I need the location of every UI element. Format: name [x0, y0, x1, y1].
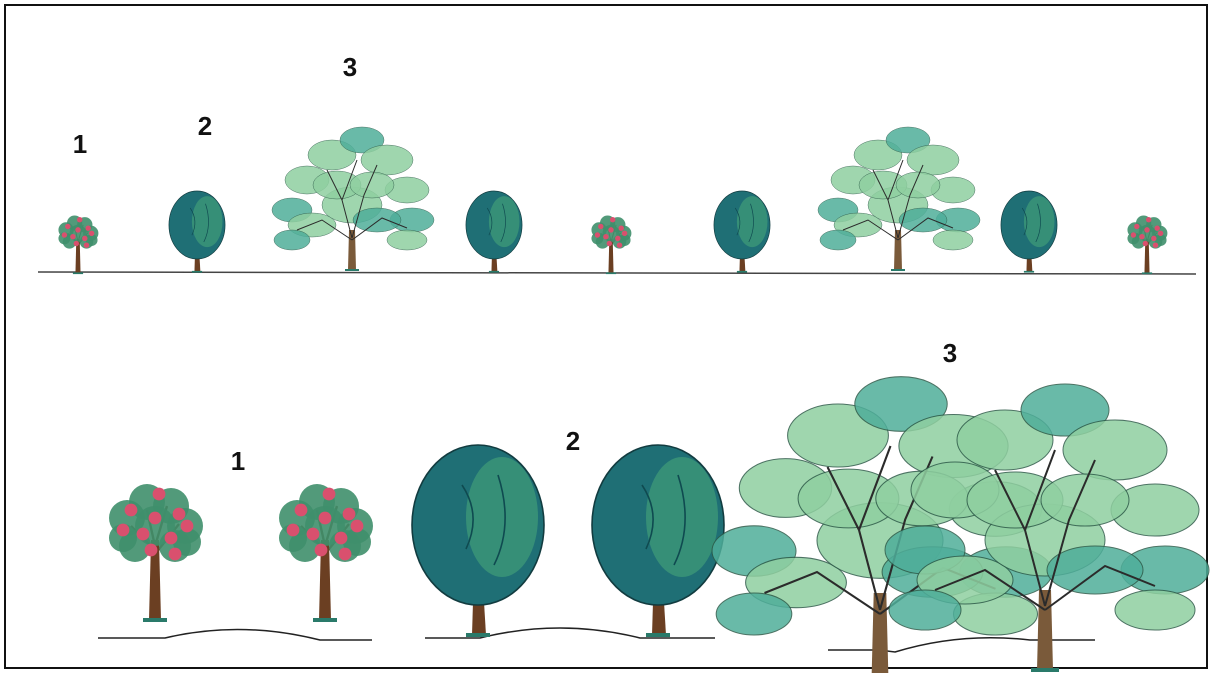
top-label-1: 1	[73, 129, 87, 159]
top-tree-8-oval	[1001, 191, 1057, 272]
top-tree-7-spreading	[818, 127, 980, 270]
top-row: 1 2 3	[38, 52, 1196, 274]
bottom-label-2: 2	[566, 426, 580, 456]
trunk	[348, 230, 356, 270]
bottom-row: 1 2 3	[98, 338, 1209, 673]
bottom-tree-2b-oval	[592, 445, 724, 635]
trunk	[894, 230, 902, 270]
bottom-label-1: 1	[231, 446, 245, 476]
top-tree-3-spreading	[272, 127, 434, 270]
top-tree-6-oval	[714, 191, 770, 272]
bottom-ground-1	[98, 629, 372, 640]
top-tree-2-oval	[169, 191, 225, 272]
top-tree-1-flowering	[58, 215, 98, 273]
trunk	[1037, 590, 1053, 670]
bottom-tree-1a-flowering	[109, 484, 203, 620]
bottom-tree-2a-oval	[412, 445, 544, 635]
top-ground-line	[38, 272, 1196, 274]
top-tree-4-oval	[466, 191, 522, 272]
bottom-label-3: 3	[943, 338, 957, 368]
top-tree-9-flowering	[1127, 215, 1167, 273]
top-label-2: 2	[198, 111, 212, 141]
bottom-tree-1b-flowering	[279, 484, 373, 620]
top-label-3: 3	[343, 52, 357, 82]
trunk	[872, 593, 889, 673]
top-tree-5-flowering	[591, 215, 631, 273]
bottom-ground-3	[828, 638, 1095, 652]
